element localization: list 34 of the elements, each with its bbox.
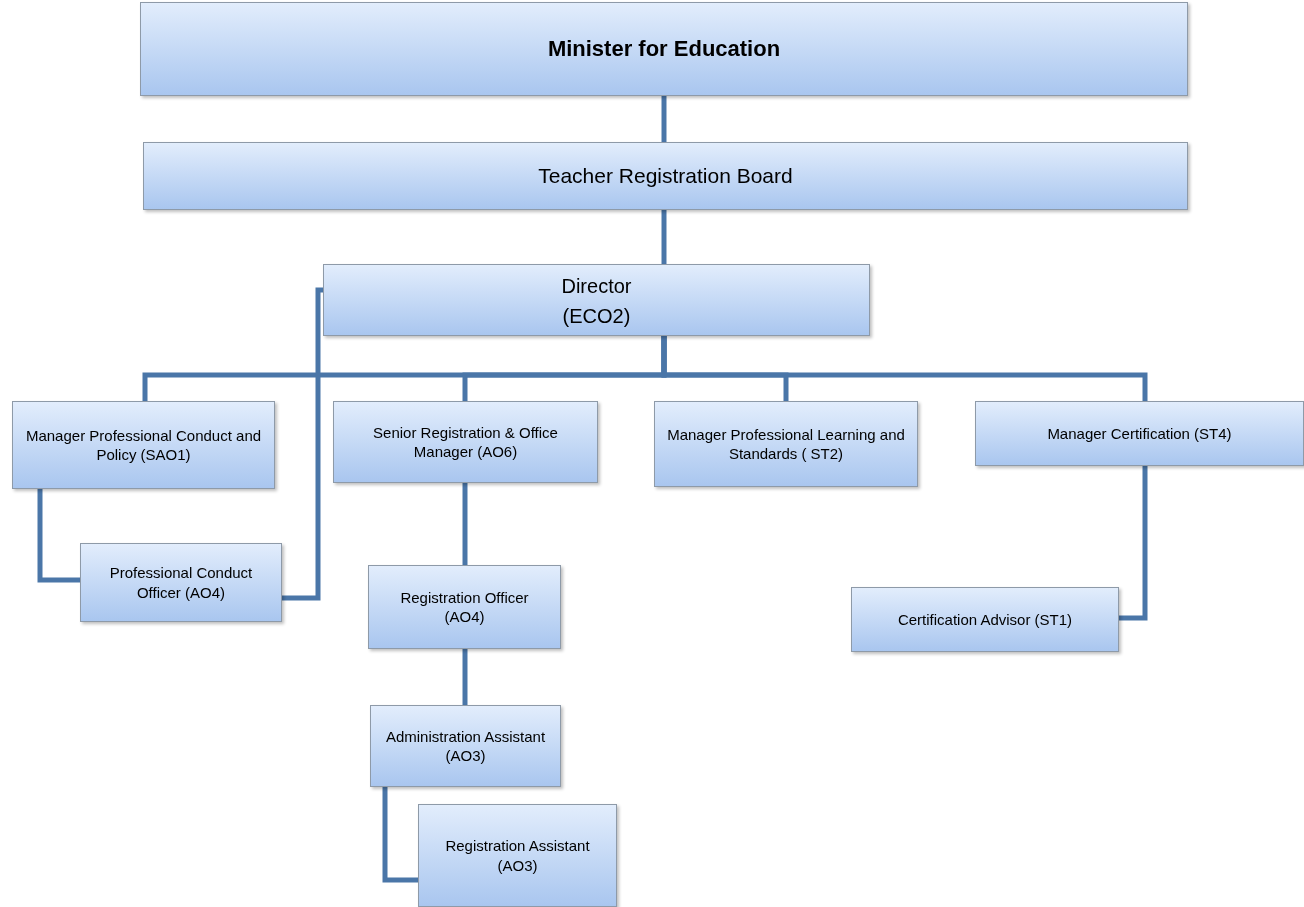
role-title: Teacher Registration Board — [538, 163, 793, 190]
role-title: Director — [561, 274, 632, 299]
org-box — [140, 2, 1188, 96]
role-title: Administration Assistant (AO3) — [384, 726, 547, 766]
role-title: Certification Advisor (ST1) — [897, 609, 1073, 630]
org-box — [975, 401, 1304, 466]
role-title: Professional Conduct Officer (AO4) — [108, 563, 254, 602]
role-title: (ECO2) — [562, 304, 631, 329]
org-box — [333, 401, 598, 483]
org-box — [80, 543, 282, 622]
connector-line — [462, 483, 468, 565]
connector-line — [661, 96, 667, 142]
org-box — [323, 264, 870, 336]
connector-line — [661, 336, 1148, 401]
role-title: Registration Officer (AO4) — [399, 587, 530, 627]
role-title: Senior Registration & Office Manager (AO6) — [372, 422, 559, 462]
org-box — [654, 401, 918, 487]
org-box — [418, 804, 617, 907]
role-title: Registration Assistant (AO3) — [444, 836, 591, 875]
org-box — [368, 565, 561, 649]
role-title: Manager Professional Conduct and Policy (SAO1) — [24, 425, 263, 465]
role-title: Minister for Education — [547, 34, 781, 63]
connector-line — [282, 287, 323, 601]
org-box — [143, 142, 1188, 210]
org-box — [370, 705, 561, 787]
connector-line — [661, 210, 667, 264]
role-title: Manager Certification (ST4) — [1047, 423, 1232, 444]
connector-line — [37, 489, 80, 583]
connector-line — [1119, 466, 1148, 621]
org-box — [851, 587, 1119, 652]
connector-line — [382, 787, 418, 883]
org-box — [12, 401, 275, 489]
connector-line — [462, 649, 468, 705]
role-title: Manager Professional Learning and Standards ( ST2) — [666, 424, 906, 464]
